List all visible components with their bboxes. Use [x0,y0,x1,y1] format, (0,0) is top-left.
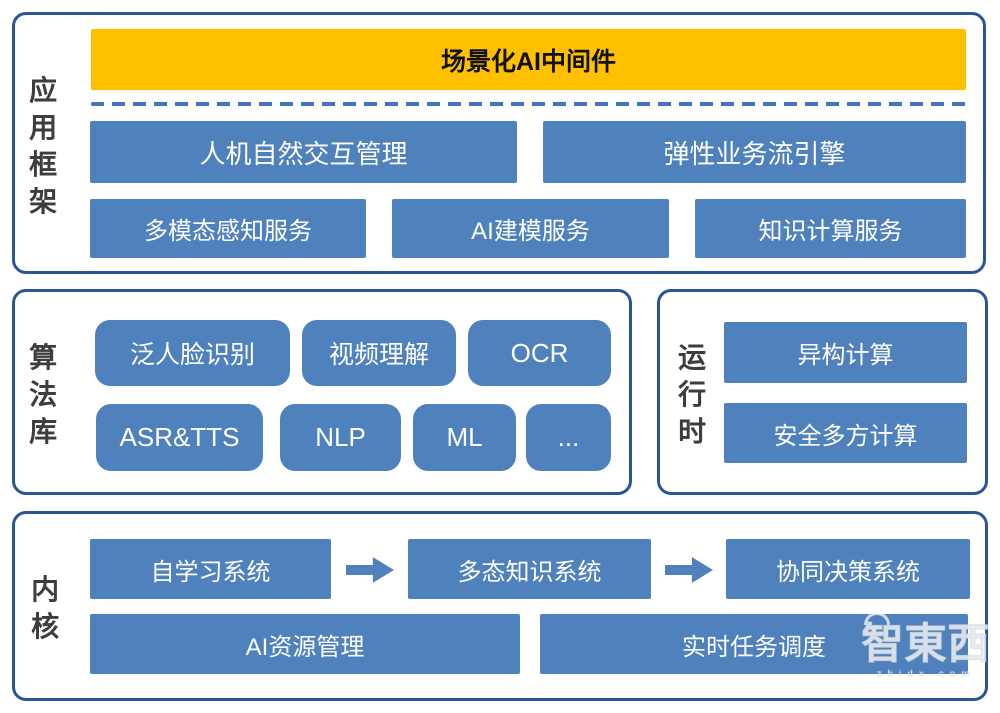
box-ai-resource-management: AI资源管理 [90,614,520,674]
section-label-algorithm-library: 算法库 [29,342,58,447]
middleware-bar: 场景化AI中间件 [91,29,966,90]
box-self-learning-system: 自学习系统 [90,539,331,599]
box-realtime-task-scheduling: 实时任务调度 [540,614,968,674]
section-label-runtime: 运行时 [678,342,707,447]
box-video-understanding: 视频理解 [302,320,456,386]
box-hci-management: 人机自然交互管理 [90,121,517,183]
box-collaborative-decision-system: 协同决策系统 [726,539,970,599]
box-face-recognition: 泛人脸识别 [95,320,290,386]
section-algorithm-library: 算法库 泛人脸识别 视频理解 OCR ASR&TTS NLP ML ... [12,289,632,495]
section-label-app-framework: 应用框架 [29,75,58,217]
box-ocr: OCR [468,320,611,386]
box-elastic-workflow-engine: 弹性业务流引擎 [543,121,966,183]
box-polymorphic-knowledge-system: 多态知识系统 [408,539,651,599]
section-kernel: 内核 自学习系统 多态知识系统 协同决策系统 AI资源管理 实时任务调度 [12,511,988,701]
section-label-kernel: 内核 [31,574,60,642]
arrow-right-icon [665,557,713,583]
box-heterogeneous-computing: 异构计算 [724,322,967,383]
box-more-algorithms: ... [526,404,611,471]
box-knowledge-computing: 知识计算服务 [695,199,966,258]
box-multimodal-perception: 多模态感知服务 [90,199,366,258]
arrow-right-icon [346,557,394,583]
section-app-framework: 应用框架 场景化AI中间件 人机自然交互管理 弹性业务流引擎 多模态感知服务 A… [12,12,986,274]
dashed-divider [91,102,966,106]
box-ai-modeling-service: AI建模服务 [392,199,669,258]
section-runtime: 运行时 异构计算 安全多方计算 [657,289,988,495]
box-secure-multiparty-computing: 安全多方计算 [724,403,967,463]
box-asr-tts: ASR&TTS [96,404,263,471]
box-nlp: NLP [280,404,401,471]
box-ml: ML [413,404,516,471]
